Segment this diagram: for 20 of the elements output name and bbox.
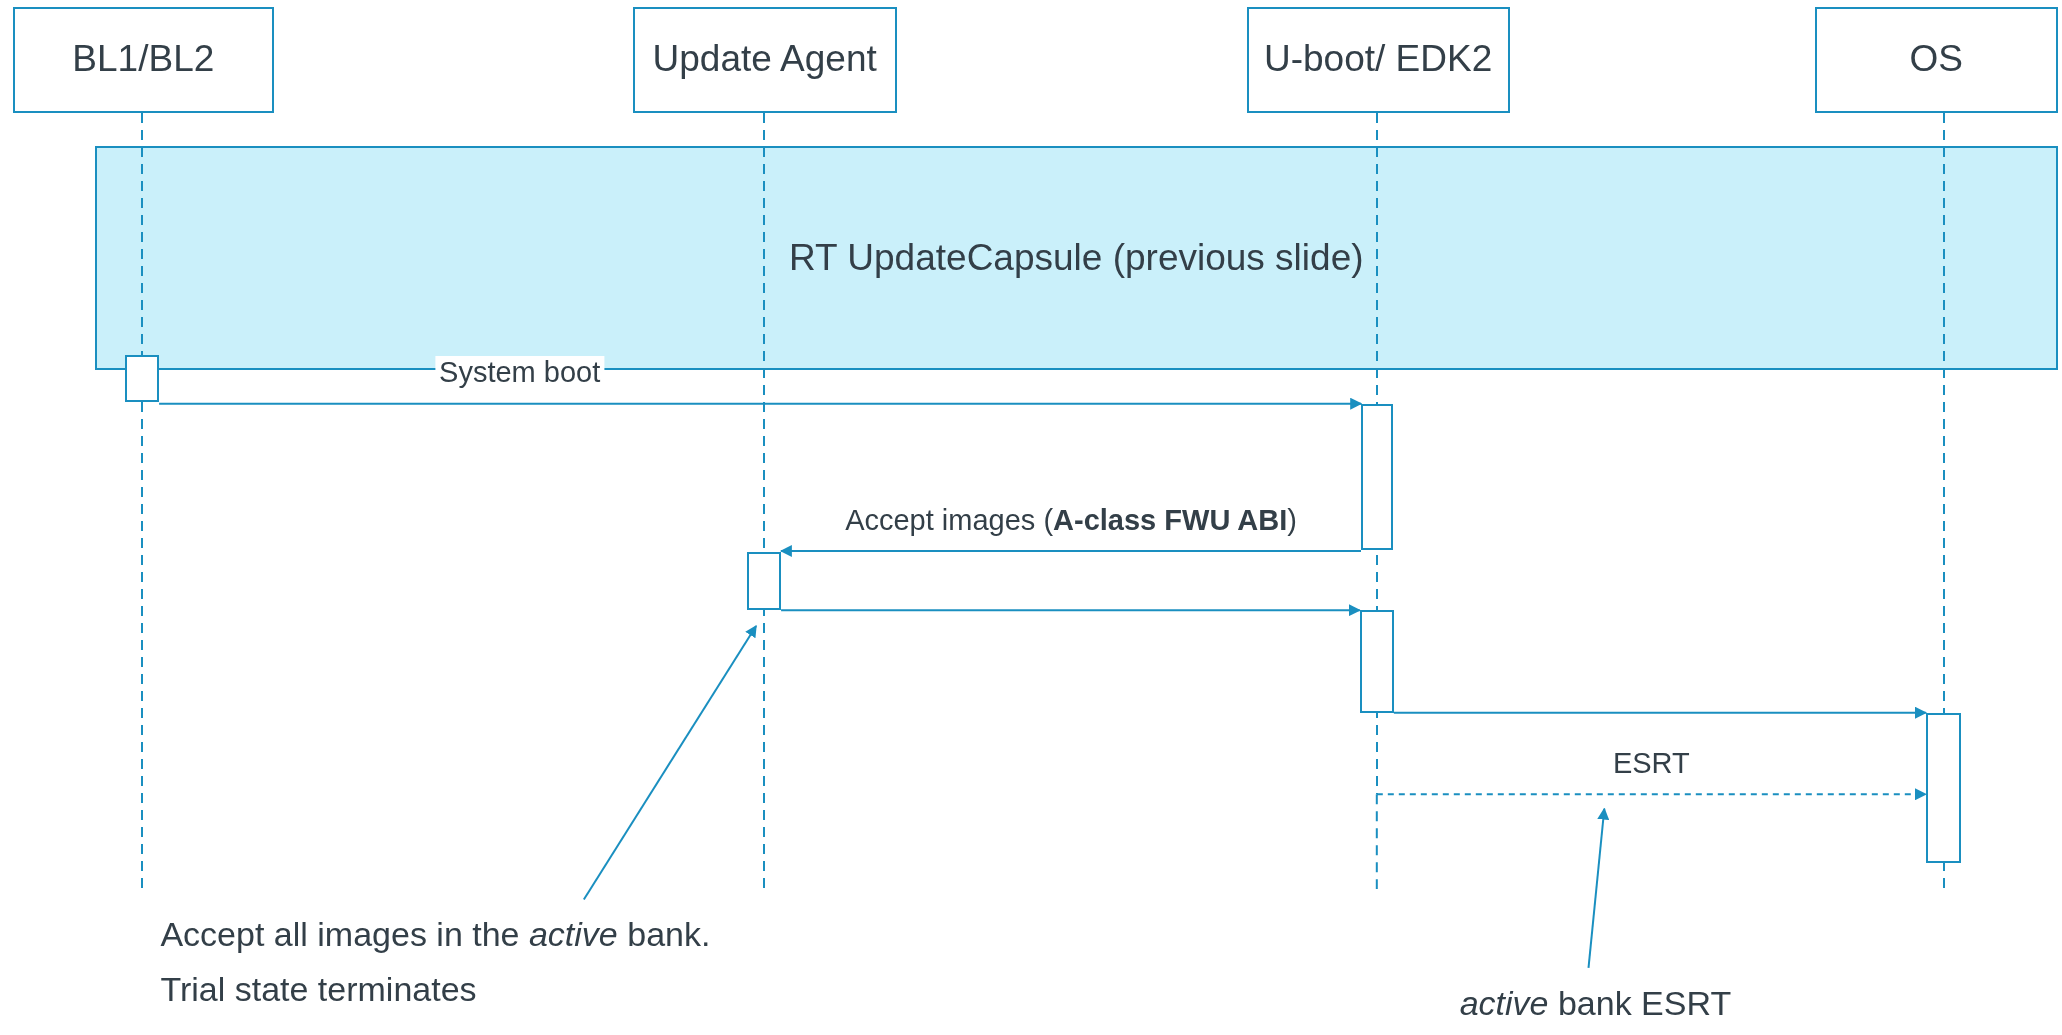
arrow (780, 604, 1361, 617)
leader-arrow (1587, 807, 1610, 969)
activation-bar (1361, 403, 1393, 550)
arrow (1392, 706, 1927, 719)
activation-bar (1359, 610, 1394, 713)
participant-box: Update Agent (632, 6, 897, 114)
annotation-text: active bank ESRT (1459, 982, 1732, 1024)
participant-box: U-boot/ EDK2 (1246, 6, 1510, 114)
participant-box: BL1/BL2 (13, 6, 274, 114)
leader-arrow (582, 624, 758, 901)
activation-bar (746, 552, 782, 611)
activation-bar (1925, 712, 1962, 863)
dashed-arrow (1375, 788, 1927, 801)
edge-label: System boot (435, 356, 605, 390)
participant-box: OS (1814, 6, 2058, 114)
annotation-text: Accept all images in the active bank. (160, 914, 711, 956)
annotation-text: Trial state terminates (160, 968, 477, 1010)
arrow (779, 545, 1362, 557)
arrow (158, 397, 1363, 410)
activation-bar (124, 355, 160, 403)
